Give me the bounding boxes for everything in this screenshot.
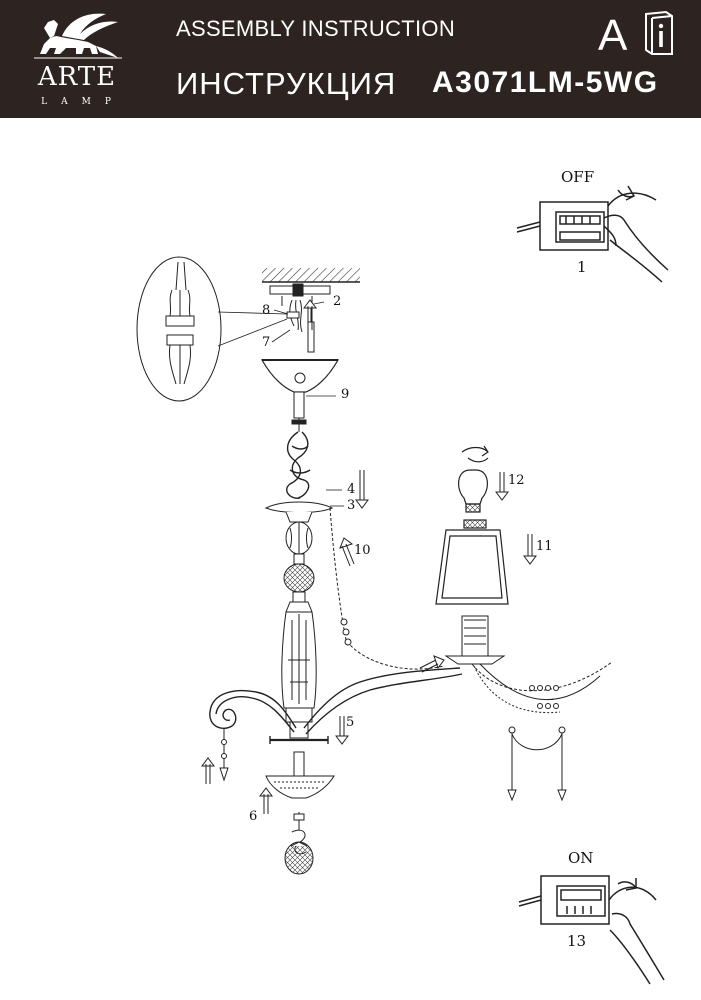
central-plate [264, 501, 334, 523]
ceiling-hatch [262, 268, 360, 282]
griffin-logo-icon [34, 13, 122, 59]
step-13-label: 13 [567, 932, 587, 950]
part-7-label: 7 [262, 335, 271, 350]
part-10-label: 10 [354, 543, 371, 558]
title-english: ASSEMBLY INSTRUCTION [176, 16, 456, 41]
assembly-diagram [136, 185, 669, 985]
header-rule [0, 118, 701, 122]
suspension-rod [291, 391, 307, 432]
part-6-label: 6 [249, 809, 258, 824]
bulb-icon [458, 445, 489, 513]
language-letter: A [598, 11, 628, 60]
title-russian: ИНСТРУКЦИЯ [176, 66, 397, 101]
brand-name: ARTE [37, 62, 117, 92]
decorative-scroll [286, 431, 311, 499]
direction-arrows [201, 299, 537, 814]
central-column [281, 521, 317, 739]
header-banner: ARTE LAMP ASSEMBLY INSTRUCTION ИНСТРУКЦИ… [0, 0, 701, 122]
switch-off-label: OFF [561, 168, 595, 186]
wire-connection [286, 299, 315, 353]
part-11-label: 11 [536, 539, 553, 554]
step-1-label: 1 [577, 258, 587, 276]
wiring-detail-zoom [136, 256, 288, 402]
info-book-icon [645, 10, 673, 55]
part-12-label: 12 [508, 473, 525, 488]
leader-lines [271, 301, 344, 507]
part-4-label: 4 [347, 482, 356, 497]
bottom-cup [265, 751, 335, 799]
brand-subtitle: LAMP [41, 97, 125, 107]
lamp-shade [435, 519, 509, 605]
lamp-arms [209, 667, 463, 744]
part-8-label: 8 [262, 303, 271, 318]
part-5-label: 5 [346, 715, 355, 730]
switch-on-icon [518, 875, 665, 985]
part-2-label: 2 [333, 294, 342, 309]
switch-on-label: ON [568, 849, 594, 867]
part-9-label: 9 [341, 387, 350, 402]
crystal-drop [284, 812, 314, 875]
switch-off-icon [516, 185, 669, 283]
model-number: A3071LM-5WG [432, 66, 659, 99]
bead-chain [329, 507, 445, 670]
bead-swags-right [471, 661, 613, 802]
pendant-drops-left [219, 728, 229, 782]
part-3-label: 3 [347, 498, 356, 513]
candle-cup [444, 615, 506, 665]
